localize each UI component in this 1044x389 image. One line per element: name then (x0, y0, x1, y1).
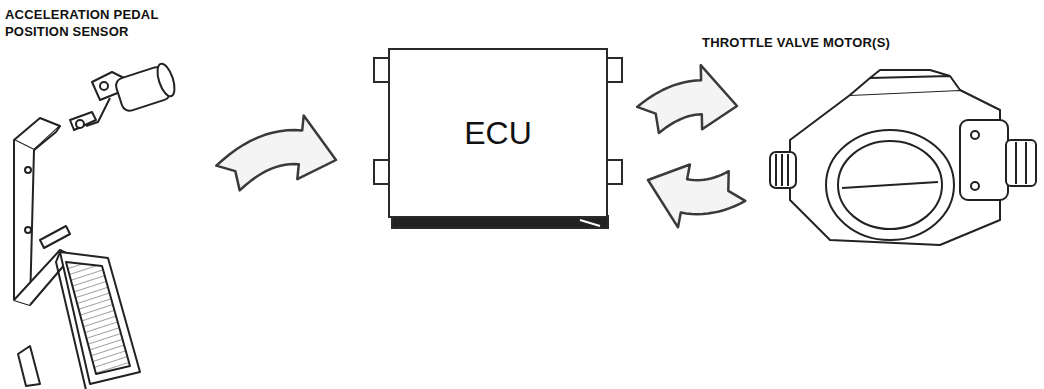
pedal-sensor-node: ACCELERATION PEDAL POSITION SENSOR (5, 6, 220, 384)
flow-arrow (216, 116, 336, 191)
throttle-motor-node: THROTTLE VALVE MOTOR(S) (702, 34, 1038, 249)
throttle-body-illustration (770, 70, 1036, 245)
part-label: ACCELERATION PEDAL POSITION SENSOR (5, 6, 165, 40)
pedal-illustration (14, 62, 178, 389)
box-label: ECU (464, 115, 532, 152)
ecu-box: ECU (388, 48, 608, 218)
flow-arrow (637, 65, 737, 133)
flow-arrow (648, 165, 745, 228)
part-label: THROTTLE VALVE MOTOR(S) (702, 34, 1032, 51)
